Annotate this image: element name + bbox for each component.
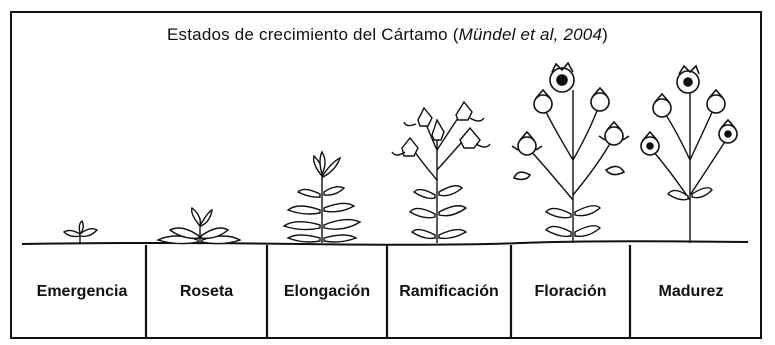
stage-label-ramificacion: Ramificación: [399, 283, 499, 300]
stage-label-roseta: Roseta: [179, 283, 234, 300]
stage-label-elongacion: Elongación: [283, 283, 371, 300]
diagram-title: Estados de crecimiento del Cártamo (Münd…: [0, 25, 775, 45]
plant-emergencia: [62, 219, 99, 243]
column-dividers: [144, 245, 632, 338]
plant-roseta: [156, 206, 242, 245]
plant-elongacion: [282, 150, 362, 243]
plant-madurez: [640, 64, 738, 243]
title-main: Estados de crecimiento del Cártamo (: [167, 25, 459, 44]
ground-line: [21, 240, 749, 246]
title-citation: Mündel et al, 2004: [458, 25, 603, 44]
stage-label-floracion: Floración: [534, 283, 607, 300]
stage-label-madurez: Madurez: [658, 283, 724, 300]
stage-label-emergencia: Emergencia: [36, 283, 128, 300]
plant-floracion: [511, 61, 630, 243]
plant-ramificacion: [391, 100, 491, 243]
title-close: ): [602, 25, 608, 44]
